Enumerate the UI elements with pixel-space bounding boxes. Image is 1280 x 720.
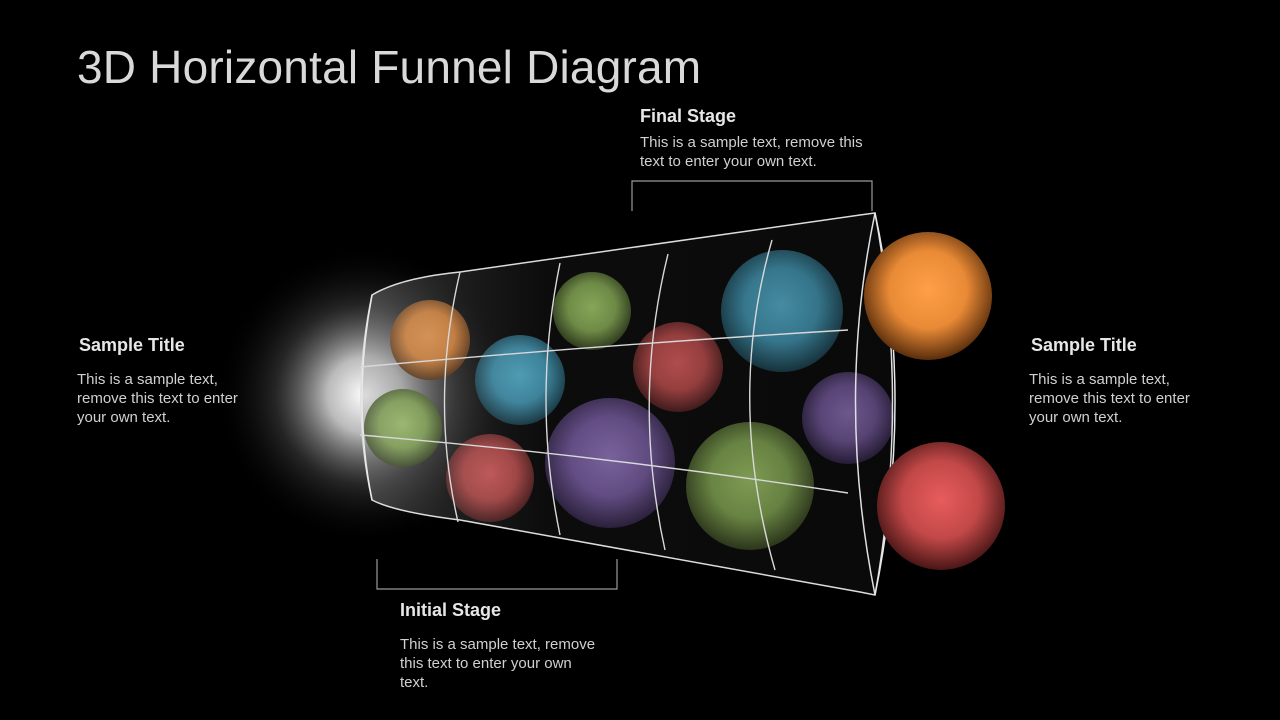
left-title-heading: Sample Title [79, 335, 185, 355]
funnel-ring-3 [648, 253, 669, 551]
funnel-mouth-rim [361, 294, 373, 501]
initial-stage-bracket [376, 559, 618, 590]
right-title-text: This is a sample text, remove this text … [1029, 371, 1190, 426]
slide-title: 3D Horizontal Funnel Diagram [77, 41, 702, 93]
sphere-orange-exit [864, 232, 992, 360]
left-title-block: Sample Title This is a sample text, remo… [77, 335, 267, 427]
initial-stage-text: This is a sample text, remove this text … [400, 636, 596, 691]
final-stage-text: This is a sample text, remove this text … [640, 134, 863, 170]
initial-stage-block: Initial Stage This is a sample text, rem… [400, 600, 600, 692]
final-stage-heading: Final Stage [640, 106, 737, 126]
initial-stage-heading: Initial Stage [400, 600, 502, 620]
right-title-block: Sample Title This is a sample text, remo… [1029, 335, 1219, 427]
funnel-ring-4 [749, 239, 776, 571]
sphere-red-exit [877, 442, 1005, 570]
right-title-heading: Sample Title [1031, 335, 1137, 355]
funnel-ring-1 [443, 271, 461, 523]
left-title-text: This is a sample text, remove this text … [77, 371, 238, 426]
funnel-band-lower [359, 434, 849, 494]
final-stage-block: Final Stage This is a sample text, remov… [640, 106, 880, 171]
funnel-ring-5 [854, 212, 876, 596]
funnel-band-upper [359, 329, 849, 368]
funnel-ring-2 [545, 262, 561, 536]
final-stage-bracket [631, 180, 873, 211]
